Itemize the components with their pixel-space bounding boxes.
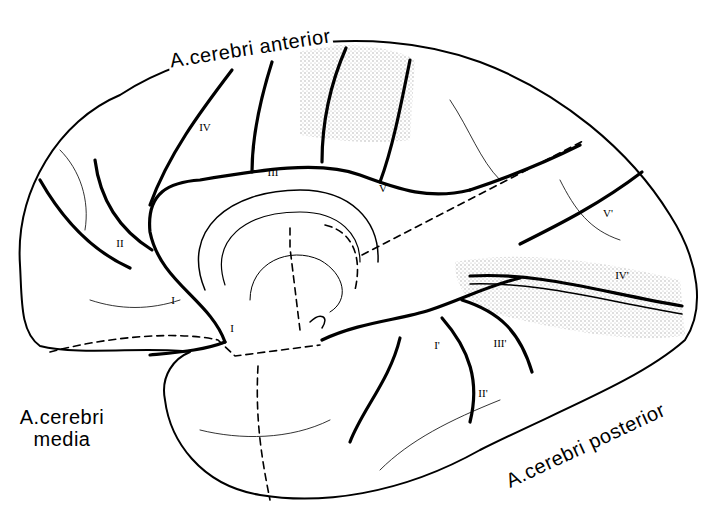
callout-number: III — [266, 166, 281, 178]
callout-number: I — [228, 322, 236, 334]
callout-number: V' — [601, 207, 615, 219]
artery — [40, 48, 682, 442]
callout-number: II' — [476, 387, 489, 399]
stippled-area — [455, 257, 685, 338]
callout-number: I' — [432, 339, 442, 351]
callout-number: II — [114, 237, 125, 249]
callout-number: III' — [492, 337, 509, 349]
artery-name: A.cerebri posterior — [500, 398, 670, 493]
artery-name: A.cerebri media — [5, 406, 119, 450]
callout-number: IV — [197, 121, 213, 133]
callout-number: I — [169, 294, 177, 306]
stippled-area — [300, 45, 415, 142]
hemisphere-outline — [20, 41, 697, 498]
territory-boundary — [50, 140, 585, 500]
corpus-callosum — [198, 190, 378, 290]
callout-number: IV' — [613, 269, 631, 281]
corpus-callosum — [222, 212, 360, 285]
brainstem-cut — [310, 316, 325, 328]
sulci — [60, 100, 620, 470]
callout-number: V — [377, 182, 389, 194]
